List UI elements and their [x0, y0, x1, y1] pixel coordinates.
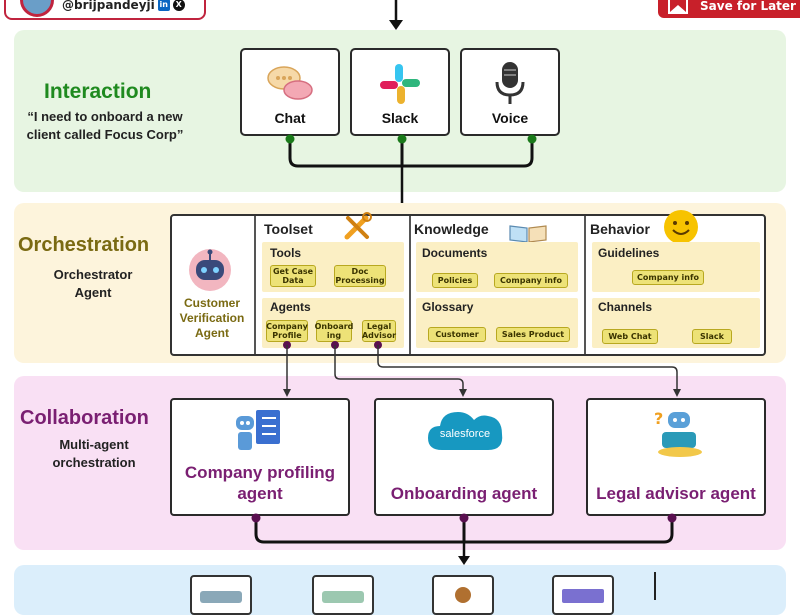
documents-label: Documents [422, 246, 488, 260]
x-icon[interactable]: X [172, 0, 185, 11]
glossary-label: Glossary [422, 300, 474, 314]
divider [654, 572, 656, 600]
channel-chip-web-chat[interactable]: Web Chat [602, 329, 658, 344]
divider [584, 216, 586, 354]
knowledge-header: Knowledge [414, 221, 489, 237]
interaction-title: Interaction [44, 80, 152, 103]
top-arrow [389, 0, 403, 30]
robot-checklist-icon [236, 410, 280, 450]
collaboration-subtitle: Multi-agent orchestration [52, 437, 136, 470]
glossary-chip-sales-product[interactable]: Sales Product [496, 327, 570, 342]
agent-label: Onboarding agent [390, 484, 538, 503]
author-handle: @brijpandeyji [62, 0, 155, 12]
agent-chip-company-profile[interactable]: Company Profile [266, 320, 308, 342]
agents-label: Agents [270, 300, 311, 314]
agent-card-company-profiling[interactable]: Company profiling agent [170, 398, 350, 516]
channel-label: Slack [381, 110, 419, 126]
channels-label: Channels [598, 300, 653, 314]
agent-connectors [251, 341, 681, 565]
card-icon [322, 591, 364, 603]
microphone-icon [495, 62, 525, 104]
doc-chip-company-info[interactable]: Company info [494, 273, 568, 288]
gear-icon [455, 587, 471, 603]
card-icon [562, 589, 604, 603]
glossary-chip-customer[interactable]: Customer [428, 327, 486, 342]
guidelines-label: Guidelines [598, 246, 660, 260]
slack-logo-icon [380, 64, 420, 104]
tools-icon [344, 212, 372, 240]
bottom-card [552, 575, 614, 615]
orchestration-subtitle: Orchestrator Agent [53, 267, 133, 300]
bottom-panel [14, 565, 786, 615]
bottom-card [312, 575, 374, 615]
channel-label: Chat [274, 110, 306, 126]
orchestration-title: Orchestration [18, 234, 150, 256]
bottom-card [190, 575, 252, 615]
tool-chip-doc-processing[interactable]: Doc Processing [334, 265, 386, 287]
customer-verification-agent-label: Customer Verification Agent [179, 296, 245, 340]
save-label: Save for Later [700, 0, 796, 13]
author-card: @brijpandeyji in X [4, 0, 206, 20]
linkedin-icon[interactable]: in [157, 0, 170, 11]
channel-chip-slack[interactable]: Slack [692, 329, 732, 344]
divider [254, 216, 256, 354]
agent-card-onboarding[interactable]: salesforce Onboarding agent [374, 398, 554, 516]
agent-label: Company profiling agent [184, 463, 336, 503]
robot-avatar-icon [189, 249, 231, 291]
divider [409, 216, 411, 354]
agent-label: Legal advisor agent [596, 484, 756, 503]
salesforce-logo-text: salesforce [440, 428, 490, 440]
chat-bubbles-icon [267, 66, 313, 100]
channel-label: Voice [491, 110, 529, 126]
bookmark-icon [664, 0, 692, 18]
toolset-header: Toolset [264, 221, 313, 237]
smiley-icon [664, 210, 698, 244]
tools-label: Tools [270, 246, 302, 260]
channel-card-voice[interactable]: Voice [460, 48, 560, 136]
collaboration-title: Collaboration [20, 407, 149, 429]
svg-text:?: ? [654, 409, 663, 428]
save-for-later-button[interactable]: Save for Later [658, 0, 800, 18]
bottom-card [432, 575, 494, 615]
salesforce-cloud-icon: salesforce [428, 412, 503, 450]
guideline-chip-company-info[interactable]: Company info [632, 270, 704, 285]
card-icon [200, 591, 242, 603]
robot-thinking-icon: ? [654, 409, 702, 457]
behavior-header: Behavior [590, 221, 650, 237]
tool-chip-get-case-data[interactable]: Get Case Data [270, 265, 316, 287]
agent-card-legal-advisor[interactable]: ? Legal advisor agent [586, 398, 766, 516]
interaction-quote: “I need to onboard a new client called F… [26, 109, 184, 142]
doc-chip-policies[interactable]: Policies [432, 273, 478, 288]
